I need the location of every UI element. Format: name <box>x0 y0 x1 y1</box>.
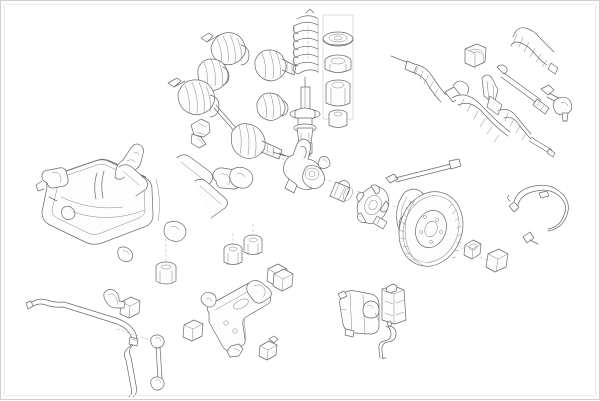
part-rack-mount-bushing[interactable]: Steering Rack Mounting Bushing <box>464 43 487 70</box>
part-pad-retaining-clip[interactable]: Brake Pad Retaining Spring Clip <box>378 320 397 360</box>
part-bump-stop[interactable]: Bump Stop / Jounce Bumper <box>325 79 351 107</box>
part-cv-joint-tripod[interactable]: Inner Tripod CV Joint <box>254 49 297 82</box>
part-coil-spring[interactable]: Front Coil Spring <box>292 8 319 75</box>
part-stabilizer-bracket[interactable]: Stabilizer Bar Clamp Bracket <box>103 289 126 309</box>
part-strut-mount-bearing[interactable]: Strut Mount Bearing Plate <box>322 31 354 47</box>
part-outer-tie-rod-end[interactable]: Outer Tie Rod End <box>540 84 573 122</box>
part-subframe-bushing-1[interactable]: Subframe Mounting Bushing <box>155 261 177 285</box>
part-dust-boot-ring[interactable]: Dust Boot Retainer Ring <box>328 109 348 128</box>
part-rack-boot[interactable]: Steering Rack Bellows Boot <box>510 27 559 75</box>
part-stabilizer-link[interactable]: Stabilizer Drop Link <box>150 334 165 391</box>
part-intermediate-bearing[interactable]: Intermediate Shaft Bearing Bracket <box>190 118 211 149</box>
part-hub-cap[interactable]: Hub Dust Cap <box>485 248 509 273</box>
part-stabilizer-bar[interactable]: Front Stabilizer / Anti-Roll Bar <box>25 298 139 398</box>
part-brake-pads[interactable]: Front Brake Pad Set <box>381 283 407 325</box>
part-wheel-hub[interactable]: Wheel Hub Flange <box>352 182 395 230</box>
part-axle-nut[interactable]: Axle Hub Nut <box>463 239 482 260</box>
part-lower-control-arm[interactable]: Lower Control Arm / Wishbone <box>200 280 272 358</box>
part-brake-caliper[interactable]: Front Brake Caliper <box>337 290 380 338</box>
part-control-arm-bushing-f[interactable]: Control Arm Front Bushing <box>182 319 204 342</box>
part-upper-spring-seat[interactable]: Upper Spring Seat <box>324 54 352 73</box>
part-brake-rotor[interactable]: Vented Front Brake Disc Rotor <box>389 183 473 276</box>
part-subframe-bushing-3[interactable]: Subframe Mounting Bushing <box>243 234 263 256</box>
part-subframe-bushing-2[interactable]: Subframe Mounting Bushing <box>223 243 243 266</box>
part-steering-knuckle[interactable]: Steering Knuckle / Spindle <box>272 138 331 194</box>
part-ball-joint[interactable]: Lower Ball Joint <box>258 335 279 361</box>
part-control-arm-bushing-r[interactable]: Control Arm Rear Bushing <box>272 268 294 292</box>
part-front-subframe[interactable]: Front Axle Subframe / Crossmember <box>35 143 254 263</box>
part-driveshaft-assembly[interactable]: Front Drive Shaft Assembly <box>167 77 290 160</box>
part-steering-rack[interactable]: Steering Gear Rack and Pinion <box>390 55 556 158</box>
part-cv-boot-small[interactable]: CV Joint Boot Small <box>256 92 289 121</box>
part-inner-tie-rod[interactable]: Inner Tie Rod <box>496 64 550 115</box>
part-wheel-bearing[interactable]: Front Wheel Bearing <box>329 178 355 203</box>
part-brake-hose[interactable]: Front Brake Flexible Hose <box>507 184 569 245</box>
part-wear-sensor-cable[interactable]: Brake Pad Wear Sensor Cable <box>385 158 462 184</box>
